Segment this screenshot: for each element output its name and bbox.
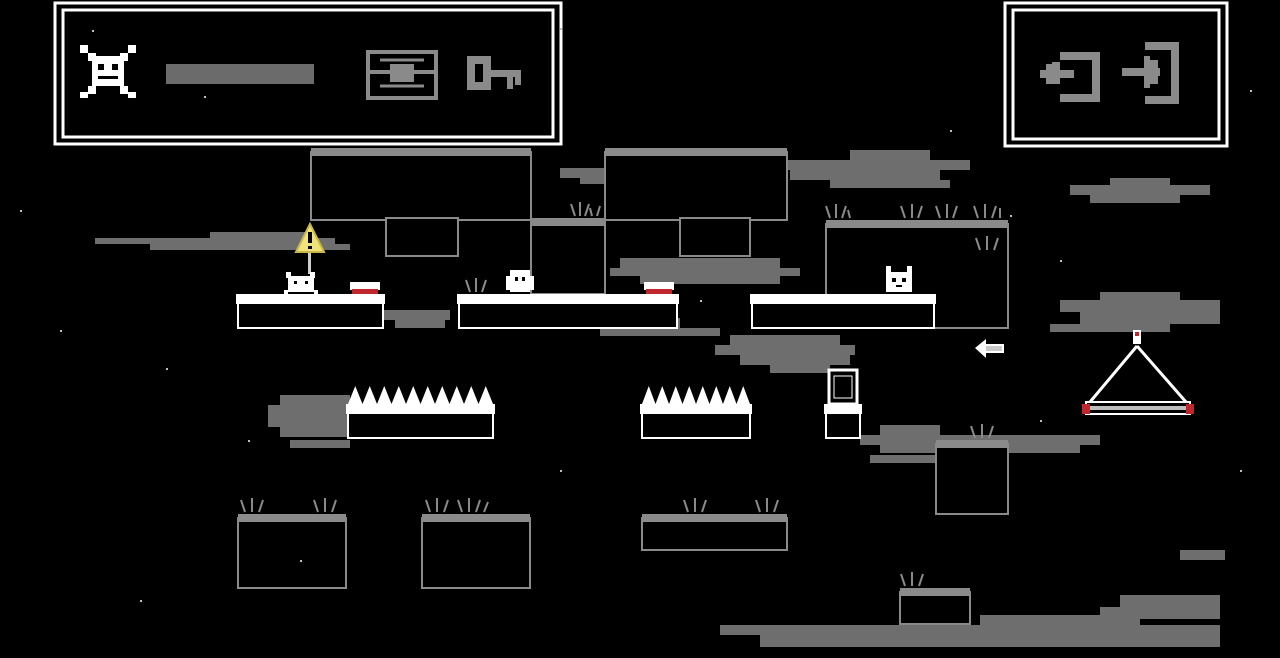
- star-dot: [20, 210, 22, 212]
- cloud: [1070, 178, 1210, 203]
- cloud: [720, 550, 1225, 647]
- spike: [723, 386, 737, 404]
- star-dot: [560, 28, 562, 30]
- snow-platform: [750, 294, 936, 329]
- terrain: [237, 148, 1009, 625]
- star-dot: [1240, 470, 1242, 472]
- health-bar: [166, 64, 314, 84]
- restart-icon[interactable]: [1040, 52, 1100, 102]
- warning-sign-icon: [294, 221, 326, 274]
- ground-block: [899, 588, 971, 625]
- star-dot: [92, 30, 94, 32]
- spike: [449, 386, 464, 404]
- ghost-enemy-icon: [506, 270, 534, 292]
- door-icon: [827, 368, 859, 406]
- spike: [642, 386, 656, 404]
- ground-block: [310, 148, 532, 257]
- spike: [391, 386, 406, 404]
- spike: [478, 386, 493, 404]
- snow-platforms: [236, 294, 936, 439]
- star-dot: [1250, 90, 1252, 92]
- ground-block: [935, 440, 1009, 515]
- snow-platform: [346, 404, 495, 439]
- spike: [362, 386, 377, 404]
- spike: [435, 386, 450, 404]
- star-dot: [204, 96, 206, 98]
- treasure-chest-icon: [366, 50, 438, 100]
- spike: [464, 386, 479, 404]
- star-dot: [60, 330, 62, 332]
- arrow-left-icon: [975, 339, 1004, 358]
- spring-pad-icon: [350, 282, 380, 294]
- ground-block: [421, 514, 531, 589]
- rope-bridge-icon: [1082, 330, 1194, 415]
- spike: [406, 386, 421, 404]
- cloud: [268, 395, 350, 448]
- key-icon: [467, 56, 521, 90]
- spike-trap: [348, 386, 493, 404]
- spike: [709, 386, 723, 404]
- cloud: [95, 232, 350, 250]
- star-dot: [166, 368, 168, 370]
- spike: [696, 386, 710, 404]
- star-dot: [560, 470, 562, 472]
- ground-block: [530, 148, 788, 295]
- star-dot: [700, 300, 702, 302]
- cat-player-icon: [284, 272, 318, 294]
- cloud: [715, 335, 855, 373]
- cat-npc-icon: [886, 266, 912, 292]
- snow-platform: [236, 294, 385, 329]
- spike: [377, 386, 392, 404]
- spike: [736, 386, 750, 404]
- star-dot: [1060, 260, 1062, 262]
- snow-platform: [640, 404, 752, 439]
- spike: [682, 386, 696, 404]
- cloud: [610, 258, 800, 284]
- spike: [348, 386, 363, 404]
- star-dot: [140, 600, 142, 602]
- ground-block: [237, 514, 347, 589]
- skull-crossbones-icon: [80, 45, 136, 98]
- snow-platform: [824, 404, 862, 439]
- star-dots: [20, 28, 1252, 602]
- star-dot: [1010, 215, 1012, 217]
- spike-trap: [642, 386, 750, 404]
- star-dot: [300, 560, 302, 562]
- cloud: [760, 150, 970, 188]
- cloud: [1050, 292, 1220, 332]
- star-dot: [248, 440, 250, 442]
- exit-icon[interactable]: [1122, 42, 1179, 104]
- cloud: [560, 168, 620, 184]
- spring-pad-icon: [644, 282, 674, 294]
- hud-controls-panel: [1003, 1, 1229, 148]
- star-dot: [950, 130, 952, 132]
- spike: [420, 386, 435, 404]
- grass-tufts: [240, 202, 1001, 587]
- star-dot: [1040, 420, 1042, 422]
- ground-block: [641, 514, 788, 551]
- spike: [669, 386, 683, 404]
- spike: [655, 386, 669, 404]
- snow-platform: [457, 294, 679, 329]
